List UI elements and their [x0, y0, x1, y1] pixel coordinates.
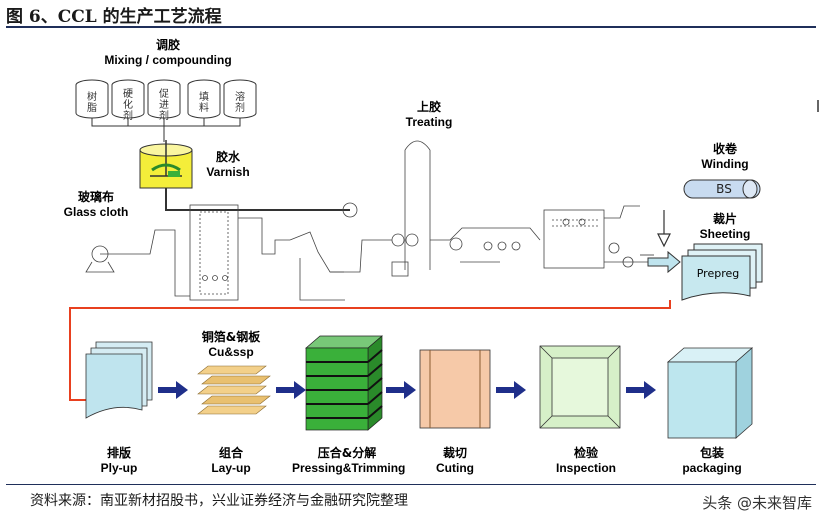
cu-ssp-label: 铜箔&钢板 Cu&ssp — [196, 330, 266, 360]
treating-line — [85, 140, 671, 301]
winding-label: 收卷 Winding — [690, 142, 760, 172]
step-layup-label: 组合 Lay-up — [196, 446, 266, 476]
varnish-en: Varnish — [206, 165, 250, 179]
sheeting-cn: 裁片 — [712, 212, 737, 226]
step-inspection-label: 检验 Inspection — [546, 446, 626, 476]
drum-label-4: 填料 — [199, 92, 209, 114]
drum-3 — [147, 79, 181, 119]
mixing-cn: 调胶 — [155, 38, 180, 52]
winding-en: Winding — [701, 157, 749, 171]
plyup-stack — [85, 341, 153, 419]
step-plyup-cn: 排版 — [106, 446, 131, 460]
source-note: 资料来源：南亚新材招股书，兴业证券经济与金融研究院整理 — [30, 493, 408, 509]
treating-cn: 上胶 — [416, 100, 441, 114]
step-plyup-en: Ply-up — [100, 461, 138, 475]
cu-ssp-en: Cu&ssp — [208, 345, 254, 359]
cu-ssp-cn: 铜箔&钢板 — [201, 330, 261, 344]
step-inspection-en: Inspection — [555, 461, 616, 475]
bs-roll — [683, 179, 761, 199]
mixing-label: 调胶 Mixing / compounding — [98, 38, 238, 68]
step-pressing-cn: 压合&分解 — [317, 446, 377, 460]
footer-rule — [6, 484, 816, 485]
step-packaging-en: packaging — [682, 461, 742, 475]
step-cuting-label: 裁切 Cuting — [420, 446, 490, 476]
glass-cloth-label: 玻璃布 Glass cloth — [56, 190, 136, 220]
mixing-drums — [75, 79, 257, 119]
watermark: 头条 @未来智库 — [702, 494, 812, 512]
cut-board — [419, 349, 491, 429]
prepreg-stack — [681, 243, 763, 301]
sheeting-label: 裁片 Sheeting — [690, 212, 760, 242]
title-rule — [6, 26, 816, 28]
drum-label-1: 树脂 — [87, 92, 97, 114]
varnish-cn: 胶水 — [215, 150, 240, 164]
mixing-en: Mixing / compounding — [104, 53, 232, 67]
drum-label-2: 硬化剂 — [123, 89, 133, 122]
feed-pipes — [91, 118, 241, 142]
treating-en: Treating — [405, 115, 453, 129]
step-cuting-en: Cuting — [436, 461, 474, 475]
sheeting-en: Sheeting — [699, 227, 751, 241]
varnish-tank — [139, 140, 350, 211]
package-box — [666, 347, 754, 439]
step-inspection-cn: 检验 — [573, 446, 598, 460]
prepreg-label: Prepreg — [696, 267, 740, 280]
figure-title: 图 6、CCL 的生产工艺流程 — [6, 7, 222, 27]
drum-2 — [111, 79, 145, 119]
glass-cloth-cn: 玻璃布 — [77, 190, 114, 204]
layup-sheets — [197, 365, 271, 415]
step-pressing-label: 压合&分解 Pressing&Trimming — [292, 446, 406, 476]
varnish-label: 胶水 Varnish — [198, 150, 258, 180]
return-line — [69, 300, 671, 401]
step-packaging-label: 包装 packaging — [672, 446, 752, 476]
step-cuting-cn: 裁切 — [442, 446, 467, 460]
step-pressing-en: Pressing&Trimming — [292, 461, 406, 475]
inspect-board — [539, 345, 621, 429]
step-layup-en: Lay-up — [211, 461, 251, 475]
drum-label-3: 促进剂 — [159, 89, 169, 122]
step-arrows — [158, 381, 656, 399]
winding-cn: 收卷 — [712, 142, 737, 156]
sheet-arrow — [647, 250, 681, 274]
press-stack — [305, 335, 383, 431]
step-plyup-label: 排版 Ply-up — [84, 446, 154, 476]
glass-cloth-en: Glass cloth — [63, 205, 129, 219]
drum-1 — [75, 79, 109, 119]
treating-label: 上胶 Treating — [394, 100, 464, 130]
bs-label: BS — [716, 182, 732, 196]
step-packaging-cn: 包装 — [699, 446, 724, 460]
step-layup-cn: 组合 — [218, 446, 243, 460]
drum-label-5: 溶剂 — [235, 92, 245, 114]
